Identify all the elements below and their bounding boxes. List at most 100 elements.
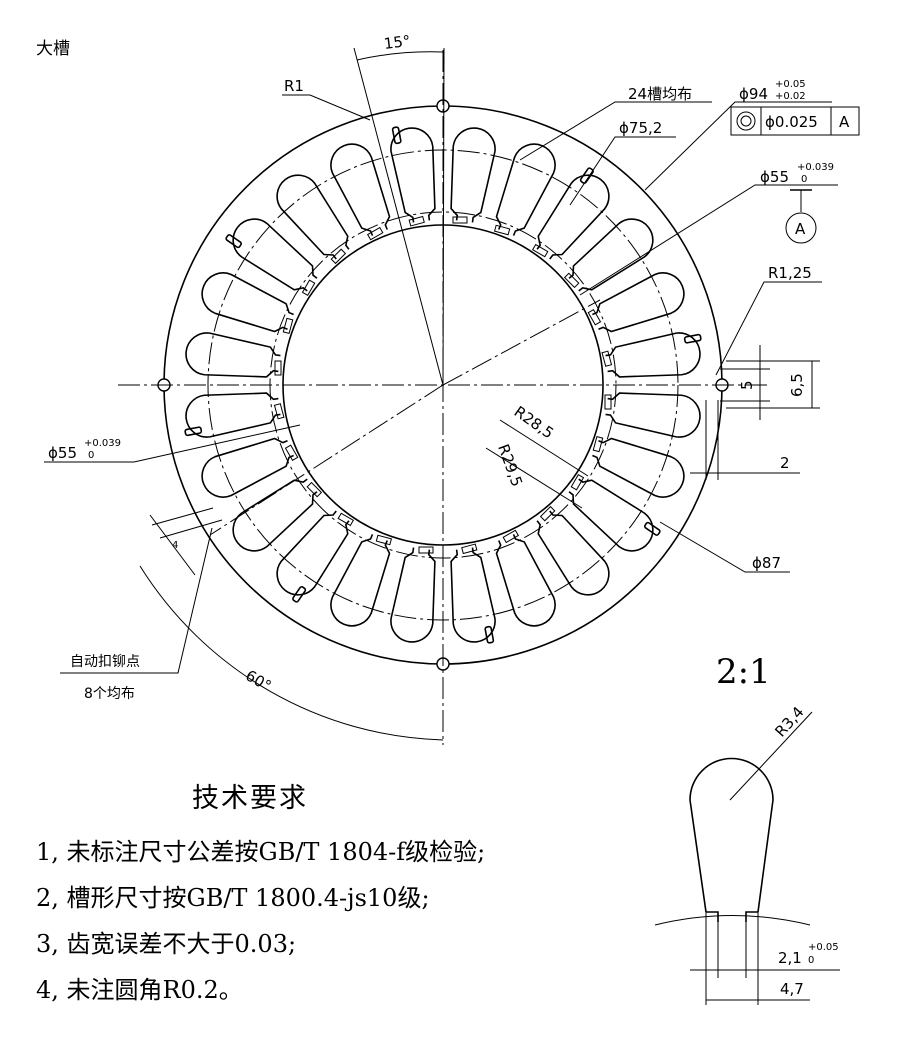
tooth-tip	[601, 350, 613, 367]
rivet-point	[184, 426, 203, 437]
concentricity-icon	[736, 111, 756, 131]
dim-21-label: 2,1	[778, 949, 802, 967]
angle-leader	[353, 47, 444, 386]
requirement-item: 3, 齿宽误差不大于0.03;	[36, 930, 297, 958]
slot-outline	[232, 218, 318, 292]
slot-outline	[495, 143, 556, 236]
slot-outline	[276, 510, 350, 596]
angle-15-label: 15°	[383, 32, 412, 53]
dim-2-label: 2	[780, 454, 790, 472]
r295-label: R29,5	[494, 442, 526, 489]
stator-slot	[592, 272, 685, 367]
r295-leader	[485, 447, 583, 509]
slot-outline	[592, 437, 685, 498]
d55-left-tol-lower: 0	[88, 450, 94, 461]
ext-line	[151, 507, 214, 526]
d94-leader	[644, 101, 832, 191]
tolerance-value: ϕ0.025	[765, 113, 818, 131]
d55-top-tol: +0.039	[797, 162, 834, 173]
tooth-tip	[274, 360, 282, 376]
stator-slot	[539, 478, 654, 552]
stator-slot	[495, 143, 556, 258]
tooth-tip	[366, 226, 384, 241]
datum-circle	[785, 212, 817, 244]
stator-slot	[536, 174, 610, 289]
dim-4-label: 4	[172, 540, 178, 551]
d87-label: ϕ87	[752, 554, 781, 572]
tooth-tip	[301, 279, 316, 297]
r125-leader	[715, 281, 822, 376]
slot-outline	[568, 218, 654, 292]
d55-top-tol-lower: 0	[801, 174, 807, 185]
slot-outline	[330, 143, 391, 236]
tooth-tip	[493, 224, 511, 236]
stator-slot	[592, 392, 701, 453]
slots-leader	[519, 101, 712, 161]
slot-outline	[450, 127, 496, 223]
stator-slot	[201, 403, 294, 498]
rivet-point	[391, 126, 402, 145]
slot-outline	[536, 510, 610, 596]
tooth-tip	[375, 534, 393, 546]
tooth-tip	[330, 248, 347, 265]
stator-slot	[201, 272, 316, 333]
stator-slot	[461, 534, 556, 627]
ext-line	[159, 519, 223, 539]
rivet-point	[683, 333, 702, 344]
datum-a-label: A	[795, 220, 806, 238]
tooth-tip	[452, 216, 468, 224]
detail-scale-label: 2:1	[716, 652, 771, 692]
d55-top-label: ϕ55	[760, 168, 789, 186]
slot-outline	[536, 174, 610, 260]
d94-tol-lower: +0.02	[775, 91, 806, 102]
stator-slot	[232, 218, 347, 292]
slot-outline	[568, 478, 654, 552]
tooth-tip	[282, 317, 294, 335]
slot-detail-outline	[689, 757, 774, 913]
tooth-tip	[418, 546, 434, 554]
tolerance-datum: A	[839, 113, 850, 131]
tooth-tip	[461, 543, 478, 555]
tooth-tip	[592, 435, 604, 453]
rivet-point	[579, 167, 594, 184]
angle-leader	[442, 47, 445, 386]
dim-5-label: 5	[738, 380, 756, 390]
dim-21-tol-upper: +0.05	[808, 942, 839, 953]
requirement-item: 1, 未标注尺寸公差按GB/T 1804-f级检验;	[36, 838, 486, 866]
d87-leader	[659, 521, 790, 573]
slot-outline	[450, 547, 496, 643]
slot-outline	[390, 547, 436, 643]
stator-slot	[185, 360, 282, 438]
stator-slot	[330, 143, 425, 236]
d55-left-tol: +0.039	[84, 438, 121, 449]
rivet-point	[225, 234, 242, 249]
stator-slot	[450, 127, 511, 236]
slot-outline	[232, 478, 318, 552]
tooth-tip	[502, 529, 520, 544]
rivet-point	[644, 521, 661, 536]
d94-label: ϕ94	[739, 85, 768, 103]
slot-outline	[330, 534, 391, 627]
stator-slot	[568, 218, 654, 326]
tooth-tip	[587, 308, 602, 326]
d55-left-leader	[44, 424, 301, 463]
d75-label: ϕ75,2	[619, 119, 662, 137]
dim-4-line	[149, 514, 196, 576]
slot-outline	[276, 174, 350, 260]
tooth-tip	[284, 444, 299, 462]
slot-outline	[495, 534, 556, 627]
slot-outline	[185, 332, 281, 378]
tooth-tip	[604, 394, 612, 410]
tooth-tip	[539, 505, 556, 522]
stator-slot	[276, 174, 384, 260]
angle-60-arc	[139, 565, 444, 741]
rivet-count: 8个均布	[84, 686, 135, 702]
tooth-tip	[570, 473, 585, 491]
angle-arc	[356, 51, 444, 61]
slot-outline	[390, 127, 436, 223]
d55-left-label: ϕ55	[48, 444, 77, 462]
stator-slot	[185, 317, 294, 378]
r285-label: R28,5	[511, 403, 557, 443]
slot-outline	[592, 272, 685, 333]
